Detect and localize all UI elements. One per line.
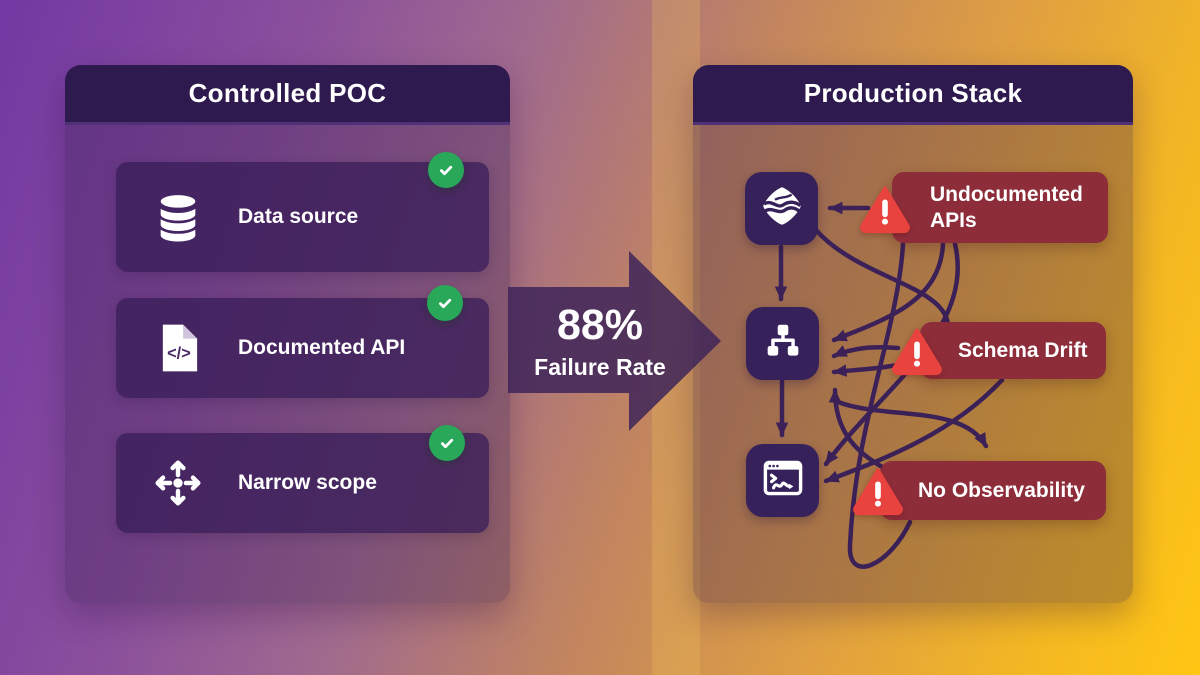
terminal-window-icon bbox=[759, 454, 807, 507]
failure-rate-callout: 88% Failure Rate bbox=[500, 304, 700, 381]
poc-item-data-source: Data source bbox=[116, 162, 489, 272]
failure-rate-label: Failure Rate bbox=[534, 354, 666, 380]
sitemap-icon bbox=[760, 318, 806, 369]
warning-triangle-icon bbox=[890, 326, 944, 376]
issue-no-observability: No Observability bbox=[853, 461, 1106, 520]
poc-item-label: Data source bbox=[238, 205, 359, 228]
production-stack-header: Production Stack bbox=[693, 65, 1133, 125]
stack-node-terminal bbox=[746, 444, 819, 517]
issue-label: Schema Drift bbox=[958, 338, 1088, 362]
warning-triangle-icon bbox=[858, 184, 912, 234]
poc-item-label: Documented API bbox=[238, 336, 406, 359]
poc-item-label: Narrow scope bbox=[238, 471, 377, 494]
check-icon bbox=[429, 425, 465, 461]
panel-title: Controlled POC bbox=[188, 78, 387, 108]
data-flow-icon bbox=[758, 182, 806, 235]
stack-node-sitemap bbox=[746, 307, 819, 380]
stack-node-data-flow bbox=[745, 172, 818, 245]
issue-undocumented-apis: Undocumented APIs bbox=[860, 172, 1108, 243]
code-file-icon: </> bbox=[150, 320, 206, 376]
issue-label: Undocumented APIs bbox=[930, 182, 1083, 232]
panel-title: Production Stack bbox=[803, 78, 1023, 108]
narrow-scope-icon bbox=[150, 455, 206, 511]
poc-item-narrow-scope: Narrow scope bbox=[116, 433, 489, 533]
check-icon bbox=[427, 285, 463, 321]
svg-text:</>: </> bbox=[167, 345, 191, 363]
database-icon bbox=[150, 189, 206, 245]
check-icon bbox=[428, 152, 464, 188]
issue-schema-drift: Schema Drift bbox=[892, 322, 1106, 379]
poc-item-documented-api: </> Documented API bbox=[116, 298, 489, 398]
warning-triangle-icon bbox=[851, 466, 905, 516]
failure-rate-value: 88% bbox=[556, 301, 644, 349]
controlled-poc-header: Controlled POC bbox=[65, 65, 510, 125]
issue-label: No Observability bbox=[918, 478, 1085, 502]
